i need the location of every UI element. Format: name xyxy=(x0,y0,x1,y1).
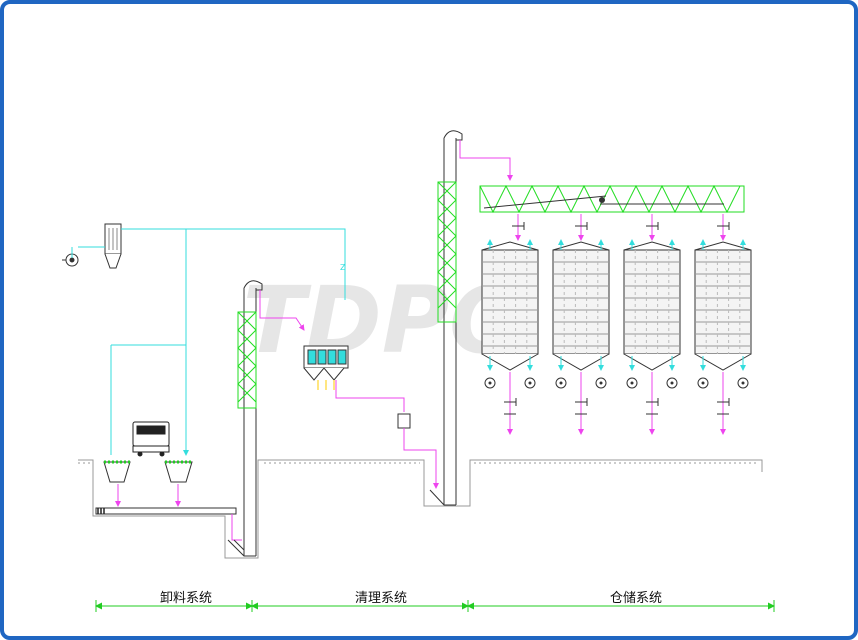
silo-group xyxy=(481,214,752,435)
hopper-icon xyxy=(103,460,193,483)
svg-text:Z: Z xyxy=(340,263,346,272)
silo-icon xyxy=(552,214,610,435)
valve-icon xyxy=(646,398,659,415)
screw-conveyor-icon xyxy=(95,507,237,515)
section-label-storage: 仓储系统 xyxy=(610,591,662,606)
fan-icon xyxy=(62,251,79,267)
fan-icon xyxy=(737,377,749,389)
section-label-cleaning: 清理系统 xyxy=(355,591,407,606)
fan-icon xyxy=(524,377,536,389)
truck-icon xyxy=(132,421,170,457)
fan-icon xyxy=(595,377,607,389)
fan-icon xyxy=(697,377,709,389)
ground-line xyxy=(78,459,763,559)
bucket-elevator-icon xyxy=(429,130,463,506)
fan-icon xyxy=(484,377,496,389)
bucket-elevator-icon xyxy=(227,280,263,557)
section-label-unloading: 卸料系统 xyxy=(160,590,212,606)
silo-icon xyxy=(694,214,752,435)
air-duct-lines xyxy=(71,228,346,455)
valve-icon xyxy=(717,398,730,415)
belt-conveyor-icon xyxy=(479,184,745,214)
fan-icon xyxy=(626,377,638,389)
valve-icon xyxy=(575,398,588,415)
bag-filter-icon xyxy=(104,223,122,269)
valve-icon xyxy=(504,398,517,415)
fan-icon xyxy=(666,377,678,389)
section-dimension-line xyxy=(95,600,775,612)
silo-icon xyxy=(481,214,539,435)
magnet-icon xyxy=(397,413,411,429)
silo-icon xyxy=(623,214,681,435)
watermark: TDPO xyxy=(243,267,528,374)
flow-arrows xyxy=(115,484,181,507)
cleaning-screen-icon xyxy=(303,345,349,381)
fan-icon xyxy=(555,377,567,389)
